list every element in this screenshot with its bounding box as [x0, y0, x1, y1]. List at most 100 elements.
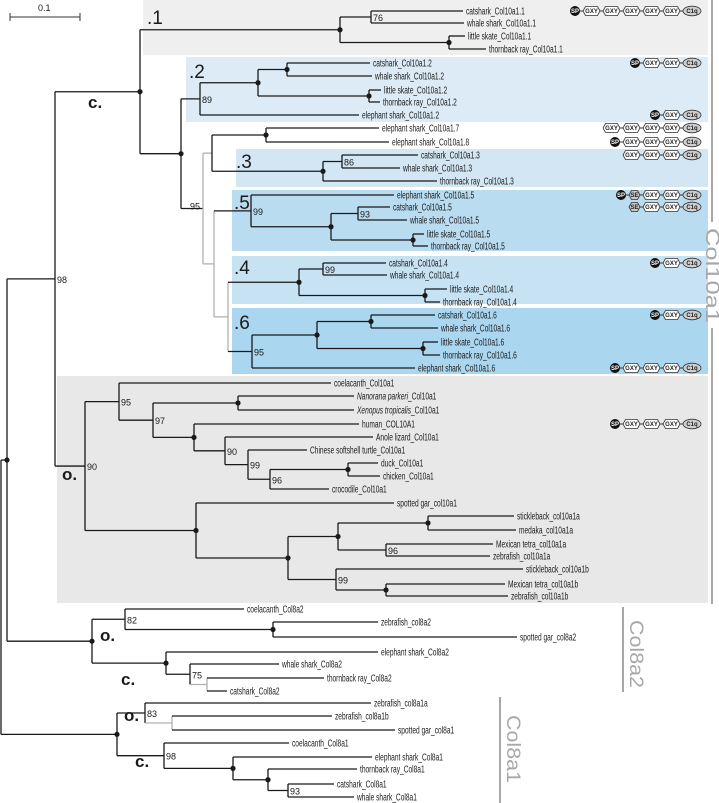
leaf-label: thornback ray_Col10a1.5 — [431, 240, 505, 252]
domain-label: GXY — [605, 126, 618, 132]
bootstrap-value: 75 — [192, 670, 202, 680]
leaf-label: Chinese softshell turtle_Col10a1 — [310, 444, 405, 456]
group-label-osteichthyes-col8a1: o. — [124, 706, 139, 725]
bootstrap-value: 76 — [373, 13, 383, 23]
leaf-label: thornback ray_Col8a2 — [327, 672, 392, 684]
leaf-label: coelacanth_Col8a1 — [292, 737, 349, 749]
domain-label: C1q — [686, 313, 698, 319]
leaf-label: Mexican tetra_col10a1b — [508, 578, 578, 590]
node-marker — [230, 765, 236, 771]
node-marker — [422, 292, 428, 299]
domain-label: GXY — [645, 126, 658, 132]
node-marker — [270, 626, 276, 633]
leaf-label: spotted gar_col10a1 — [397, 497, 457, 509]
leaf-label: whale shark_Col10a1.4 — [389, 269, 459, 281]
node-marker — [366, 93, 372, 99]
signal-peptide-icon — [610, 137, 620, 147]
leaf-label: catshark_Col10a1.6 — [438, 309, 497, 321]
bootstrap-value: 99 — [250, 461, 260, 471]
bootstrap-value: 95 — [190, 202, 200, 212]
node-marker — [263, 132, 269, 138]
node-marker — [410, 237, 416, 243]
clade-5-highlight — [232, 190, 708, 251]
domain-label: GXY — [665, 261, 678, 267]
leaf-label: whale shark_Col10a1.2 — [374, 70, 444, 82]
leaf-label: little skate_Col10a1.5 — [427, 228, 490, 240]
family-label-col8a2: Col8a2 — [625, 620, 646, 688]
domain-label: GXY — [645, 153, 658, 159]
leaf-label: duck_Col10a1 — [381, 457, 423, 469]
leaf-label: thornback ray_Col10a1.4 — [443, 296, 517, 308]
domain-label: SP — [611, 140, 619, 146]
clade-label-1: .1 — [147, 8, 163, 29]
node-marker — [383, 587, 389, 593]
leaf-label: whale shark_Col10a1.6 — [440, 322, 510, 334]
c1q-domain-icon — [682, 109, 702, 121]
leaf-label: little skate_Col10a1.6 — [441, 336, 504, 348]
leaf-label: chicken_Col10a1 — [383, 470, 434, 482]
leaf-label: catshark_Col10a1.5 — [393, 201, 452, 213]
leaf-label: human_COL10A1 — [362, 418, 415, 430]
bootstrap-value: 99 — [338, 576, 348, 586]
node-marker — [337, 27, 343, 33]
family-label-col10a1: Col10a1 — [701, 228, 719, 323]
node-marker — [446, 39, 452, 46]
node-marker — [114, 731, 120, 737]
node-marker — [285, 555, 291, 561]
c1q-domain-icon — [682, 149, 702, 161]
bootstrap-value: 86 — [344, 158, 354, 168]
leaf-label: catshark_Col10a1.4 — [389, 257, 448, 269]
leaf-label: Anole lizard_Col10a1 — [376, 431, 439, 443]
bootstrap-value: 97 — [155, 416, 165, 426]
leaf-label: zebrafish_col10a1a — [493, 550, 550, 562]
bootstrap-value: 90 — [87, 462, 97, 472]
clade-label-2: .2 — [189, 62, 205, 83]
leaf-label: whale shark_Col10a1.1 — [466, 17, 536, 29]
c1q-domain-icon — [682, 136, 702, 148]
leaf-label: stickleback_col10a1b — [526, 563, 589, 575]
group-label-chondrichthyes-col10a1: c. — [88, 93, 102, 112]
domain-label: SP — [631, 61, 639, 67]
clade-label-5: .5 — [234, 193, 250, 214]
c1q-domain-icon — [682, 257, 702, 269]
node-marker — [345, 466, 351, 473]
domain-label: GXY — [625, 9, 638, 15]
leaf-label: medaka_col10a1a — [519, 524, 573, 536]
signal-peptide-icon — [630, 58, 640, 68]
clade-6-highlight — [232, 308, 708, 374]
domain-label: GXY — [625, 140, 638, 146]
node-marker — [89, 638, 95, 644]
leaf-label: whale shark_Col8a1 — [356, 791, 417, 803]
node-marker — [420, 345, 426, 352]
domain-label: GXY — [625, 366, 638, 372]
node-marker — [296, 279, 302, 285]
domain-label: C1q — [686, 126, 698, 132]
domain-label: SP — [571, 9, 579, 15]
domain-label: GXY — [645, 140, 658, 146]
leaf-label: elephant shark_Col10a1.8 — [392, 136, 469, 148]
domain-label: GXY — [665, 153, 678, 159]
leaf-label: zebrafish_col8a1b — [335, 710, 389, 722]
leaf-label: elephant shark_Col10a1.6 — [418, 362, 495, 374]
bootstrap-value: 96 — [388, 546, 398, 556]
domain-label: GXY — [665, 205, 678, 211]
node-marker — [320, 168, 326, 174]
c1q-domain-icon — [682, 122, 702, 134]
c1q-domain-icon — [682, 309, 702, 321]
bootstrap-value: 99 — [325, 265, 335, 275]
family-label-col8a1: Col8a1 — [502, 715, 523, 783]
node-marker — [328, 224, 334, 230]
signal-peptide-icon — [616, 190, 626, 200]
scale-bar-label: 0.1 — [38, 3, 51, 13]
node-marker — [314, 332, 320, 338]
node-marker — [4, 457, 10, 463]
domain-label: GXY — [665, 113, 678, 119]
domain-label: GXY — [665, 422, 678, 428]
domain-label: SP — [611, 422, 619, 428]
